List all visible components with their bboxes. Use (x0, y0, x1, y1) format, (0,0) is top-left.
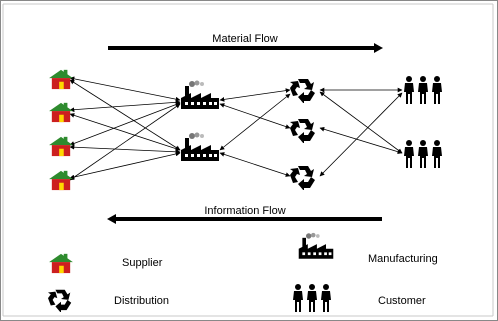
information-flow-arrow (107, 214, 382, 224)
legend-customer-label: Customer (378, 295, 426, 307)
flow-connections (69, 76, 403, 181)
legend-supplier-label: Supplier (122, 257, 163, 269)
supplier-house-icon (49, 102, 73, 123)
supplier-house-icon (49, 136, 73, 157)
factory-icon (181, 132, 219, 161)
supplier-house-icon (49, 170, 73, 191)
information-flow-label: Information Flow (204, 205, 285, 217)
distribution-recycle-icon (290, 119, 315, 143)
distribution-recycle-icon (290, 166, 315, 190)
material-flow-arrow (108, 43, 383, 53)
legend: Supplier Manufacturing Distribution Cust… (48, 232, 438, 312)
factory-icon (181, 80, 219, 109)
legend-house-icon (49, 253, 73, 274)
customer-people-icon (404, 76, 442, 104)
legend-manufacturing-label: Manufacturing (368, 253, 438, 265)
legend-people-icon (293, 284, 331, 312)
legend-distribution-label: Distribution (114, 295, 169, 307)
distribution-recycle-icon (290, 79, 315, 103)
customer-people-icon (404, 140, 442, 168)
legend-factory-icon (298, 232, 334, 259)
legend-recycle-icon (48, 289, 72, 312)
supplier-house-icon (49, 69, 73, 90)
material-flow-label: Material Flow (212, 33, 277, 45)
